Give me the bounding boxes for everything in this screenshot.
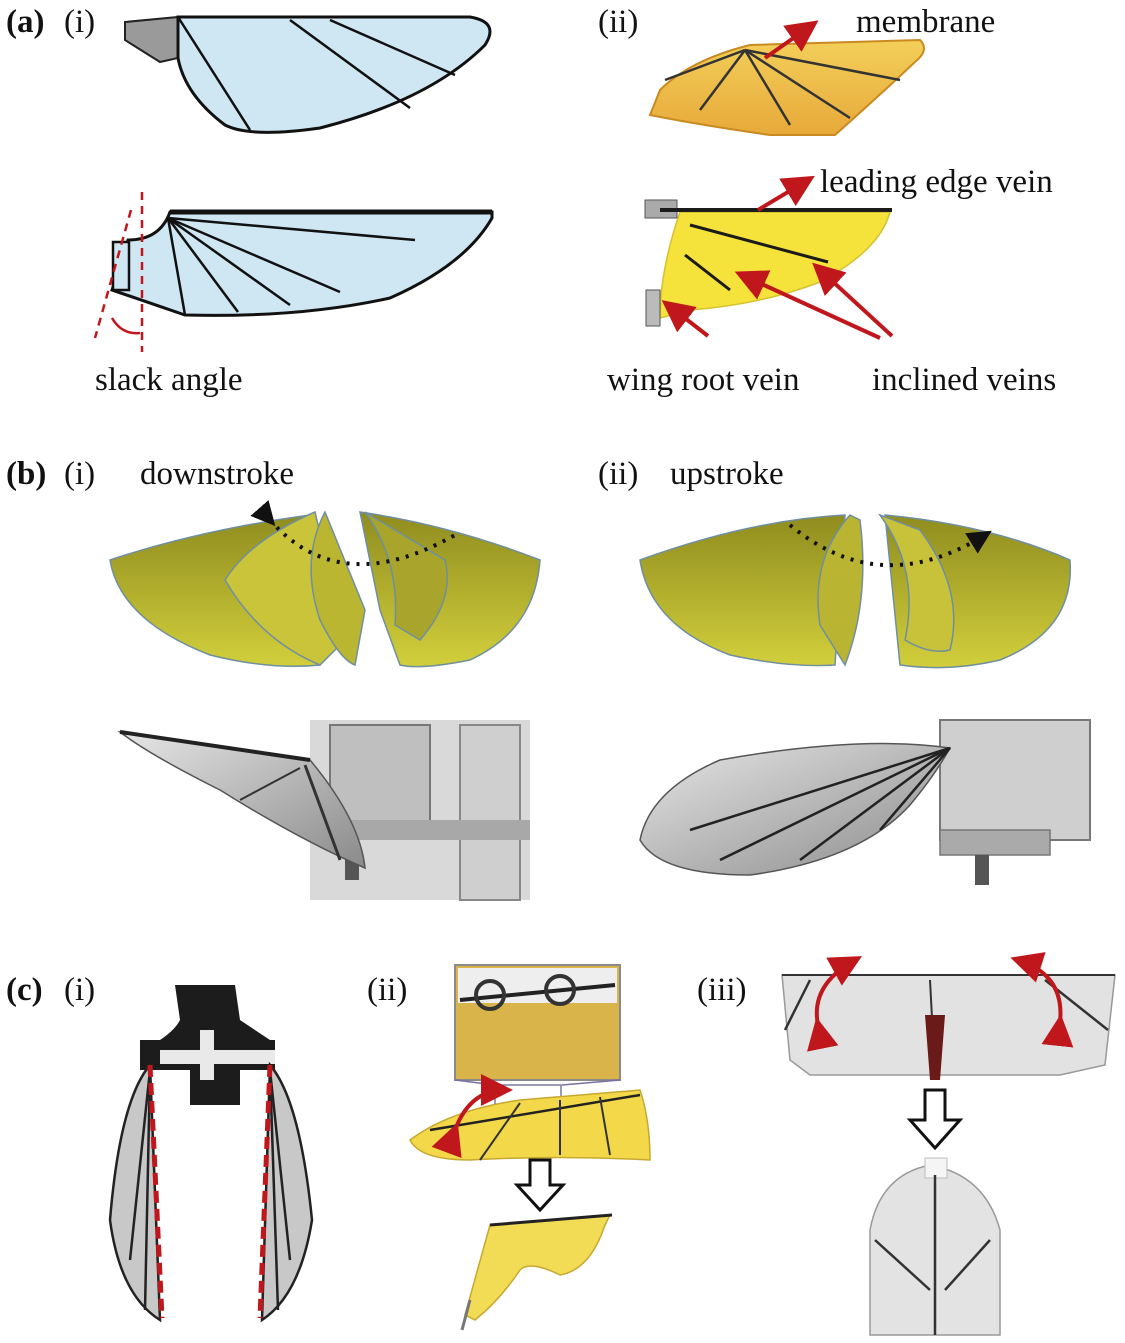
slack-angle-arc <box>110 317 141 335</box>
transparent-wing-fold <box>781 952 1116 1336</box>
membrane-label: membrane <box>856 4 996 40</box>
photo-wing-membrane <box>648 20 925 136</box>
slack-angle-label: slack angle <box>95 362 243 398</box>
wing-membrane <box>176 15 492 134</box>
panel-a-ii-label: (ii) <box>598 4 639 40</box>
photo-upstroke <box>639 719 1091 885</box>
render-upstroke <box>639 513 1072 669</box>
panel-b-i-label: (i) <box>64 456 96 492</box>
panel-c-tag: (c) <box>6 972 43 1008</box>
panel-c-iii-label: (iii) <box>697 972 747 1008</box>
inclined-veins-label: inclined veins <box>872 362 1057 398</box>
panel-b-tag: (b) <box>6 456 47 492</box>
schematic-wing-bottom <box>93 192 494 352</box>
yellow-wing-fold <box>409 964 651 1331</box>
wing-root-vein-label: wing root vein <box>607 362 800 398</box>
wing-pair-frame <box>108 985 314 1323</box>
downstroke-label: downstroke <box>140 456 294 492</box>
photo-downstroke <box>117 720 530 901</box>
panel-a-tag: (a) <box>6 4 45 40</box>
photo-wing-veins <box>644 175 894 340</box>
render-downstroke <box>109 500 541 668</box>
wing-root-mount <box>124 15 179 64</box>
panel-c-i-label: (i) <box>64 972 96 1008</box>
upstroke-label: upstroke <box>670 456 784 492</box>
schematic-wing-top <box>124 15 492 134</box>
panel-b-ii-label: (ii) <box>598 456 639 492</box>
panel-c-ii-label: (ii) <box>367 972 408 1008</box>
leading-edge-vein-label: leading edge vein <box>820 164 1053 200</box>
panel-a-i-label: (i) <box>64 4 96 40</box>
